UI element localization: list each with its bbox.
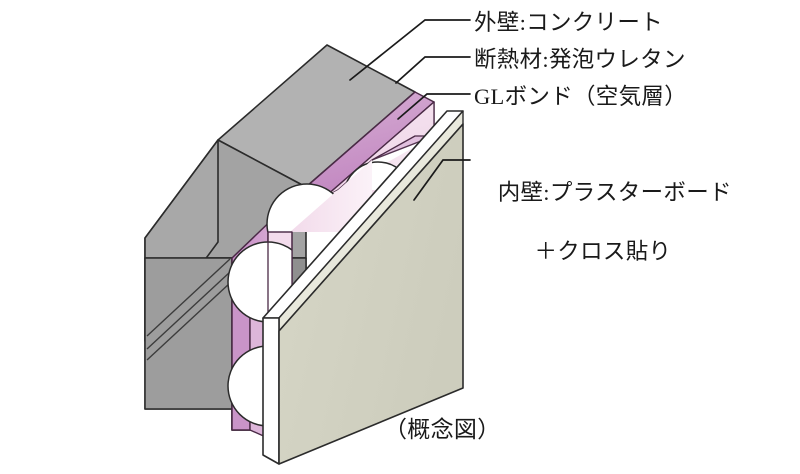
leader-outer-wall	[349, 19, 471, 81]
concrete-lower-block	[144, 257, 233, 410]
leader-insulation	[395, 56, 471, 84]
plasterboard-left-edge	[262, 317, 280, 465]
leader-glbond	[397, 93, 471, 120]
label-interior-wall-line2: ＋クロス貼り	[534, 239, 672, 265]
label-interior-wall-line1: 内壁:プラスターボード	[497, 179, 732, 205]
label-insulation: 断熱材:発泡ウレタン	[474, 47, 686, 72]
plasterboard-face	[278, 123, 464, 465]
figure-caption: （概念図）	[384, 417, 501, 442]
leader-plasterboard	[413, 159, 471, 201]
label-interior-wall: 内壁:プラスターボード ＋クロス貼り	[474, 148, 732, 326]
label-exterior-wall: 外壁:コンクリート	[474, 10, 663, 35]
label-gl-bond: GLボンド（空気層）	[474, 84, 687, 109]
leader-lines	[349, 19, 471, 201]
